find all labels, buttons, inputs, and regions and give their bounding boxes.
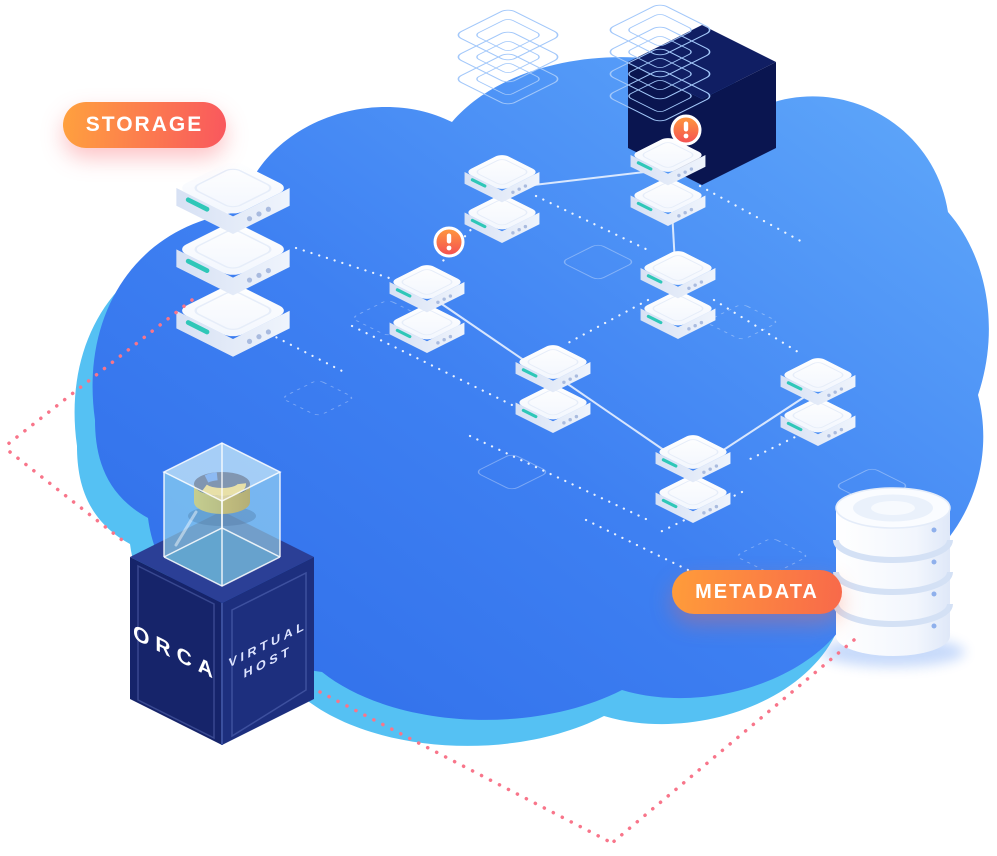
dotted-connectors [6, 298, 856, 845]
warning-icon [433, 226, 465, 258]
metadata-database-icon [821, 487, 965, 667]
storage-server-stack [176, 160, 289, 357]
glass-case [162, 442, 282, 587]
storage-badge-label: STORAGE [85, 113, 204, 136]
cloud-body [92, 57, 989, 720]
storage-badge: STORAGE [63, 102, 226, 148]
metadata-badge: METADATA [672, 570, 842, 614]
metadata-badge-label: METADATA [695, 580, 819, 603]
warning-icon [670, 114, 702, 146]
